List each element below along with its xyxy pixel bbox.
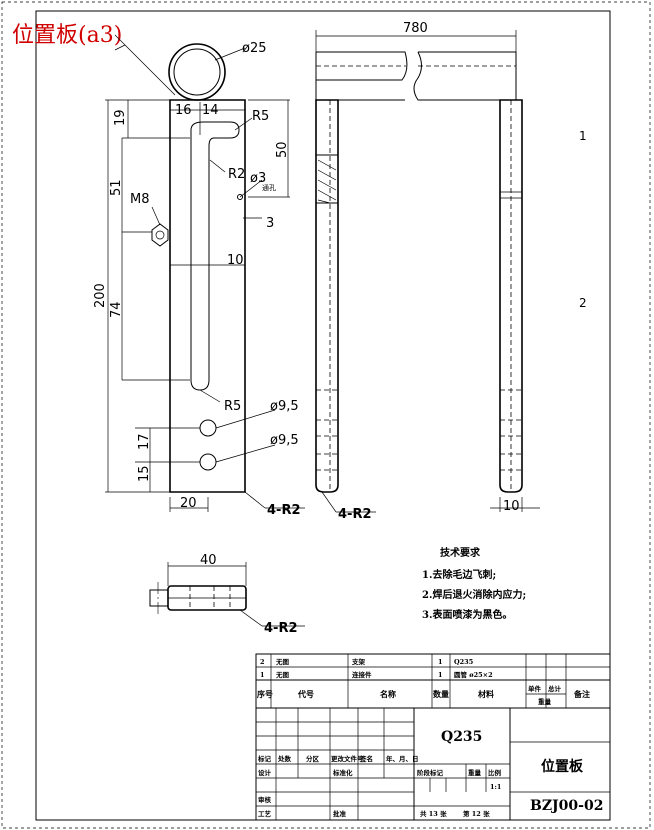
dim-m8: M8 — [130, 192, 150, 207]
bom-row2-name: 连接件 — [352, 670, 372, 679]
tb-date: 年、月、日 — [386, 754, 419, 763]
bom-row2-material: 圆管 ø25×2 — [454, 670, 493, 679]
dim-dia3-note: 通孔 — [262, 183, 276, 192]
tb-scale-label: 比例 — [488, 768, 502, 777]
dim-19: 19 — [113, 109, 128, 126]
tb-stage: 阶段标记 — [417, 768, 444, 777]
tube-left-part — [316, 51, 408, 81]
bom-row1-code: 无图 — [275, 657, 290, 666]
bom-hdr-code: 代号 — [297, 689, 314, 699]
tb-sheets: 共 13 张 — [420, 809, 447, 818]
bom-hdr-material: 材料 — [478, 689, 494, 699]
dim-dia25: ø25 — [242, 41, 267, 56]
dim-40: 40 — [200, 553, 217, 568]
side-view: 780 4-R2 10 — [315, 21, 540, 522]
dim-15: 15 — [137, 465, 152, 482]
bom-hdr-qty: 数量 — [433, 689, 449, 699]
bom-row2-no: 1 — [260, 671, 265, 679]
outer-frame — [35, 10, 611, 821]
bom-hdr-unit: 单件 — [528, 684, 542, 693]
tube-outer-circle — [168, 43, 226, 101]
slot-outline — [190, 121, 240, 391]
bom-row1-no: 2 — [260, 658, 265, 666]
tb-material: Q235 — [441, 729, 482, 745]
side-right-leg — [499, 99, 523, 493]
bom-hdr-total: 总计 — [548, 684, 562, 693]
tube-inner-circle — [173, 48, 221, 96]
dim-16: 16 — [175, 103, 192, 118]
technical-requirements: 技术要求 1.去除毛边飞刺; 2.焊后退火消除内应力; 3.表面喷漆为黑色。 — [422, 546, 526, 621]
bom-row2-code: 无图 — [275, 670, 290, 679]
side-hatch-block — [315, 154, 339, 204]
m8-nut-bore — [155, 230, 165, 240]
dim-50: 50 — [275, 141, 290, 158]
dim-dia95-b: ø9,5 — [270, 433, 299, 448]
dim-3: 3 — [266, 216, 274, 231]
tube-right-part — [413, 51, 517, 101]
bom-row1-qty: 1 — [438, 658, 443, 666]
tech-item-3: 3.表面喷漆为黑色。 — [422, 608, 512, 621]
dim-780: 780 — [403, 21, 428, 36]
dim-74: 74 — [109, 301, 124, 318]
dim-dia95-a: ø9,5 — [270, 399, 299, 414]
tech-item-2: 2.焊后退火消除内应力; — [422, 588, 526, 601]
side-left-leg — [315, 99, 339, 493]
dim-51: 51 — [109, 179, 124, 196]
tb-change-doc: 更改文件号 — [331, 754, 364, 763]
plate-outline — [169, 99, 246, 493]
tb-part-name: 位置板 — [541, 758, 584, 775]
tb-approve: 批准 — [333, 809, 347, 818]
pin-hole — [237, 194, 243, 200]
dim-r5-top: R5 — [252, 109, 269, 124]
dim-r2: R2 — [228, 167, 245, 182]
bom-row1-name: 支架 — [351, 657, 366, 666]
tb-scale: 1:1 — [490, 783, 501, 791]
tb-design: 设计 — [258, 768, 272, 777]
dim-17: 17 — [137, 433, 152, 450]
tb-mark: 标记 — [257, 754, 272, 763]
bom-hdr-weight: 重量 — [538, 697, 552, 706]
title-block: 标记 处数 分区 更改文件号 签名 年、月、日 设计 标准化 审核 工艺 批准 … — [255, 707, 611, 821]
tb-sheet: 第 12 张 — [463, 809, 490, 818]
tb-standardize: 标准化 — [332, 768, 353, 777]
tb-count: 处数 — [277, 754, 292, 763]
tb-weight: 重量 — [468, 768, 482, 777]
tb-sign: 签名 — [359, 754, 373, 763]
dim-200: 200 — [93, 283, 108, 308]
zone-1: 1 — [579, 129, 587, 143]
dim-r5-bottom: R5 — [224, 399, 241, 414]
dim-10: 10 — [227, 253, 244, 268]
tb-drawing-no: BZJ00-02 — [530, 798, 603, 814]
hole-lower — [199, 453, 217, 471]
dim-4r2-top: 4-R2 — [264, 621, 298, 636]
top-nut — [149, 589, 169, 607]
dim-4r2-side: 4-R2 — [338, 507, 372, 522]
bom-hdr-no: 序号 — [257, 689, 273, 699]
bom-hdr-name: 名称 — [380, 689, 396, 699]
top-view: 40 4-R2 — [149, 553, 305, 636]
dim-14: 14 — [202, 103, 219, 118]
dim-20: 20 — [180, 496, 197, 511]
zone-2: 2 — [579, 296, 587, 310]
front-view: ø25 16 14 R5 19 50 R2 ø3 通孔 51 M8 3 10 2… — [93, 34, 305, 518]
dim-4r2-front: 4-R2 — [267, 503, 301, 518]
hole-upper — [199, 419, 217, 437]
bom-row2-qty: 1 — [438, 671, 443, 679]
m8-nut — [151, 223, 169, 247]
tb-process: 工艺 — [258, 809, 272, 818]
bom-hdr-remark: 备注 — [573, 689, 590, 699]
tech-heading: 技术要求 — [440, 546, 481, 559]
dim-dia3: ø3 — [250, 171, 266, 186]
tech-item-1: 1.去除毛边飞刺; — [422, 568, 496, 581]
tb-zone: 分区 — [306, 754, 320, 763]
bom-row1-material: Q235 — [454, 658, 474, 666]
dim-10-side: 10 — [503, 499, 520, 514]
drawing-title: 位置板(a3) — [12, 23, 122, 48]
bom-table: 2 无图 支架 1 Q235 1 无图 连接件 1 圆管 ø25×2 序号 代号… — [255, 653, 611, 709]
tb-review: 审核 — [258, 795, 272, 804]
